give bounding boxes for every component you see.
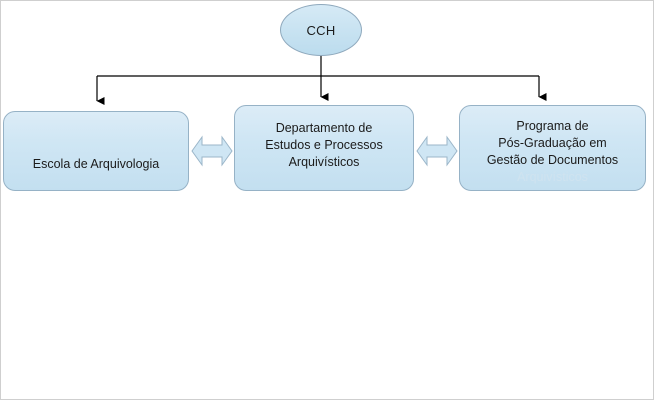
node-departamento-de-estudos-e-processos-arquivisticos[interactable]: Departamento de Estudos e Processos Arqu… xyxy=(234,105,414,191)
double-arrow-escola-departamento[interactable] xyxy=(191,133,233,169)
node-escola-de-arquivologia[interactable]: Escola de Arquivologia xyxy=(3,111,189,191)
node-programa-de-pos-graduacao-em-gestao-de-documentos[interactable]: Programa de Pós-Graduação em Gestão de D… xyxy=(459,105,646,191)
node-programa-label: Programa de Pós-Graduação em Gestão de D… xyxy=(486,119,619,167)
node-cch[interactable]: CCH xyxy=(280,4,362,56)
node-cch-label: CCH xyxy=(306,22,336,38)
node-programa-label-clipped: Arquivísticos xyxy=(517,170,588,184)
double-arrow-departamento-programa[interactable] xyxy=(416,133,458,169)
node-departamento-label: Departamento de Estudos e Processos Arqu… xyxy=(265,121,383,169)
node-escola-label: Escola de Arquivologia xyxy=(32,157,160,171)
